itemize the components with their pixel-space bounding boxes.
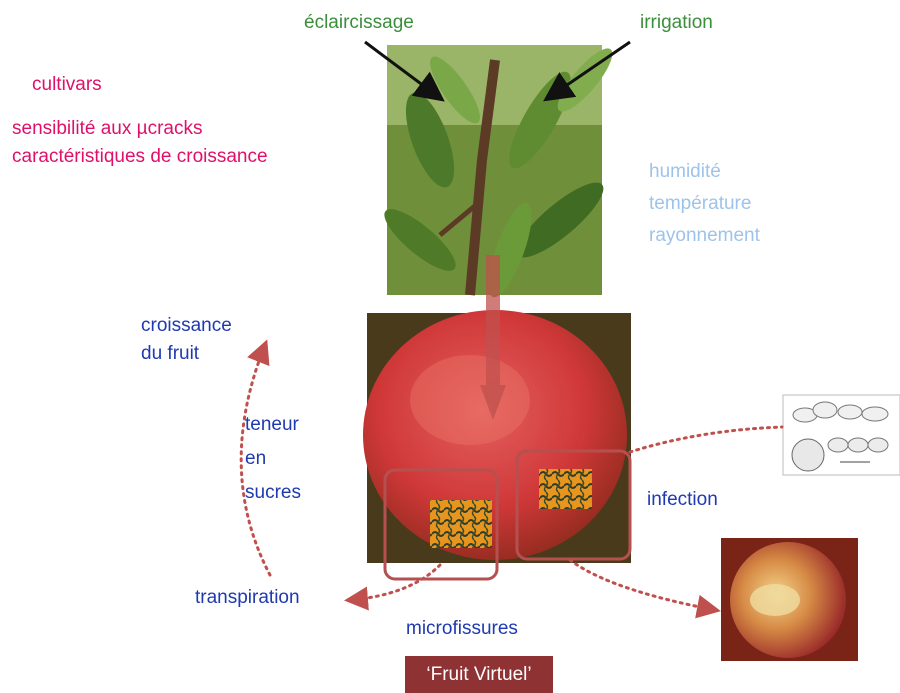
rotten-peach-image xyxy=(721,538,858,661)
label-croissance: croissance xyxy=(141,311,232,341)
dotted-arrow-transpiration xyxy=(350,565,440,600)
label-cultivars: cultivars xyxy=(32,70,102,100)
label-du-fruit: du fruit xyxy=(141,339,199,369)
label-sensibilite: sensibilité aux µcracks xyxy=(12,114,202,144)
label-microfissures: microfissures xyxy=(406,614,518,644)
label-irrigation: irrigation xyxy=(640,8,713,38)
label-sucres: sucres xyxy=(245,478,301,508)
label-infection: infection xyxy=(647,485,718,515)
microcrack-closeup-left xyxy=(430,500,492,548)
microcrack-closeup-right xyxy=(539,469,592,509)
fungal-spores-image xyxy=(783,395,900,475)
label-en: en xyxy=(245,444,266,474)
fruit-virtuel-box: ‘Fruit Virtuel’ xyxy=(405,656,553,693)
fruit-virtuel-label: ‘Fruit Virtuel’ xyxy=(426,664,531,685)
dotted-arrow-rot xyxy=(570,560,715,610)
dotted-line-infection xyxy=(630,427,782,452)
label-eclaircissage: éclaircissage xyxy=(304,8,414,38)
label-rayonnement: rayonnement xyxy=(649,221,760,251)
label-humidite: humidité xyxy=(649,157,721,187)
label-transpiration: transpiration xyxy=(195,583,300,613)
label-temperature: température xyxy=(649,189,751,219)
label-teneur: teneur xyxy=(245,410,299,440)
label-caracteristiques: caractéristiques de croissance xyxy=(12,142,268,172)
